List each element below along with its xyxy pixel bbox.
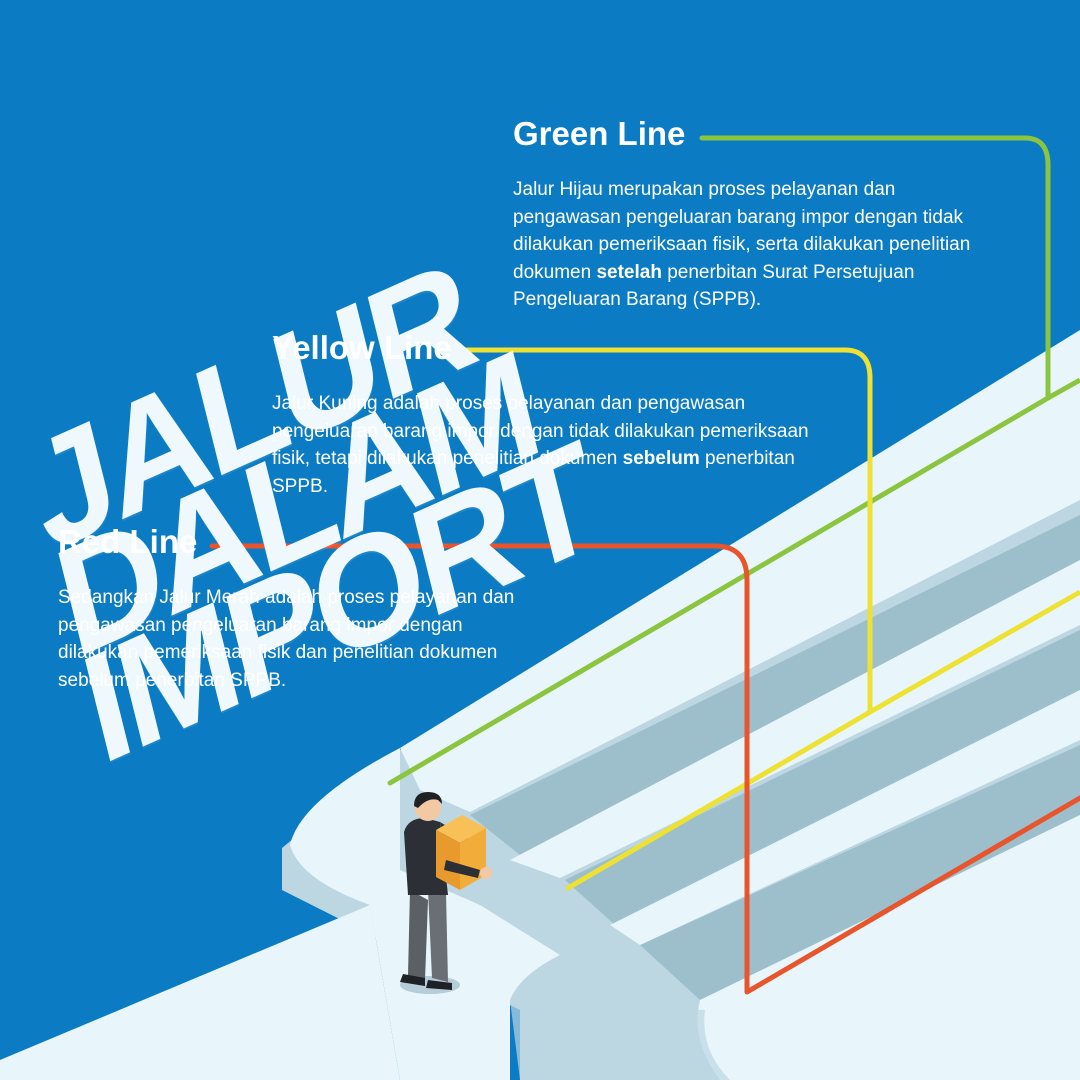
road-bottom-side — [510, 1000, 730, 1080]
green-line-heading: Green Line — [513, 115, 686, 152]
red-line-heading: Red Line — [58, 523, 198, 560]
green-line-section: Green Line Jalur Hijau merupakan proses … — [513, 114, 993, 314]
businessman-carrying-box-icon — [400, 792, 492, 994]
red-line-description: Sedangkan Jalur Merah adalah proses pela… — [58, 587, 515, 691]
road-lane-gaps — [470, 515, 1080, 1000]
yellow-text-part-2: penerbitan SPPB. — [272, 448, 795, 497]
green-text-part-2: penerbitan Surat Persetujuan Pengeluaran… — [513, 261, 915, 311]
green-text-emphasis: setelah — [596, 261, 662, 283]
yellow-line-description: Jalur Kuning adalah proses pelayanan dan… — [272, 390, 832, 500]
green-line — [387, 135, 1051, 786]
yellow-line-section: Yellow Line Jalur Kuning adalah proses p… — [272, 328, 832, 500]
yellow-text-emphasis: sebelum — [622, 448, 700, 469]
red-line — [209, 543, 1080, 995]
yellow-text-part-1: Jalur Kuning adalah proses pelayanan dan… — [272, 393, 809, 469]
yellow-line-heading: Yellow Line — [272, 329, 452, 366]
green-line-description: Jalur Hijau merupakan proses pelayanan d… — [513, 176, 993, 314]
red-line-section: Red Line Sedangkan Jalur Merah adalah pr… — [58, 522, 548, 694]
yellow-line — [459, 347, 873, 891]
green-line-extension — [1046, 377, 1080, 401]
green-text-part-1: Jalur Hijau merupakan proses pelayanan d… — [513, 179, 971, 283]
yellow-line-extension — [868, 589, 1080, 715]
